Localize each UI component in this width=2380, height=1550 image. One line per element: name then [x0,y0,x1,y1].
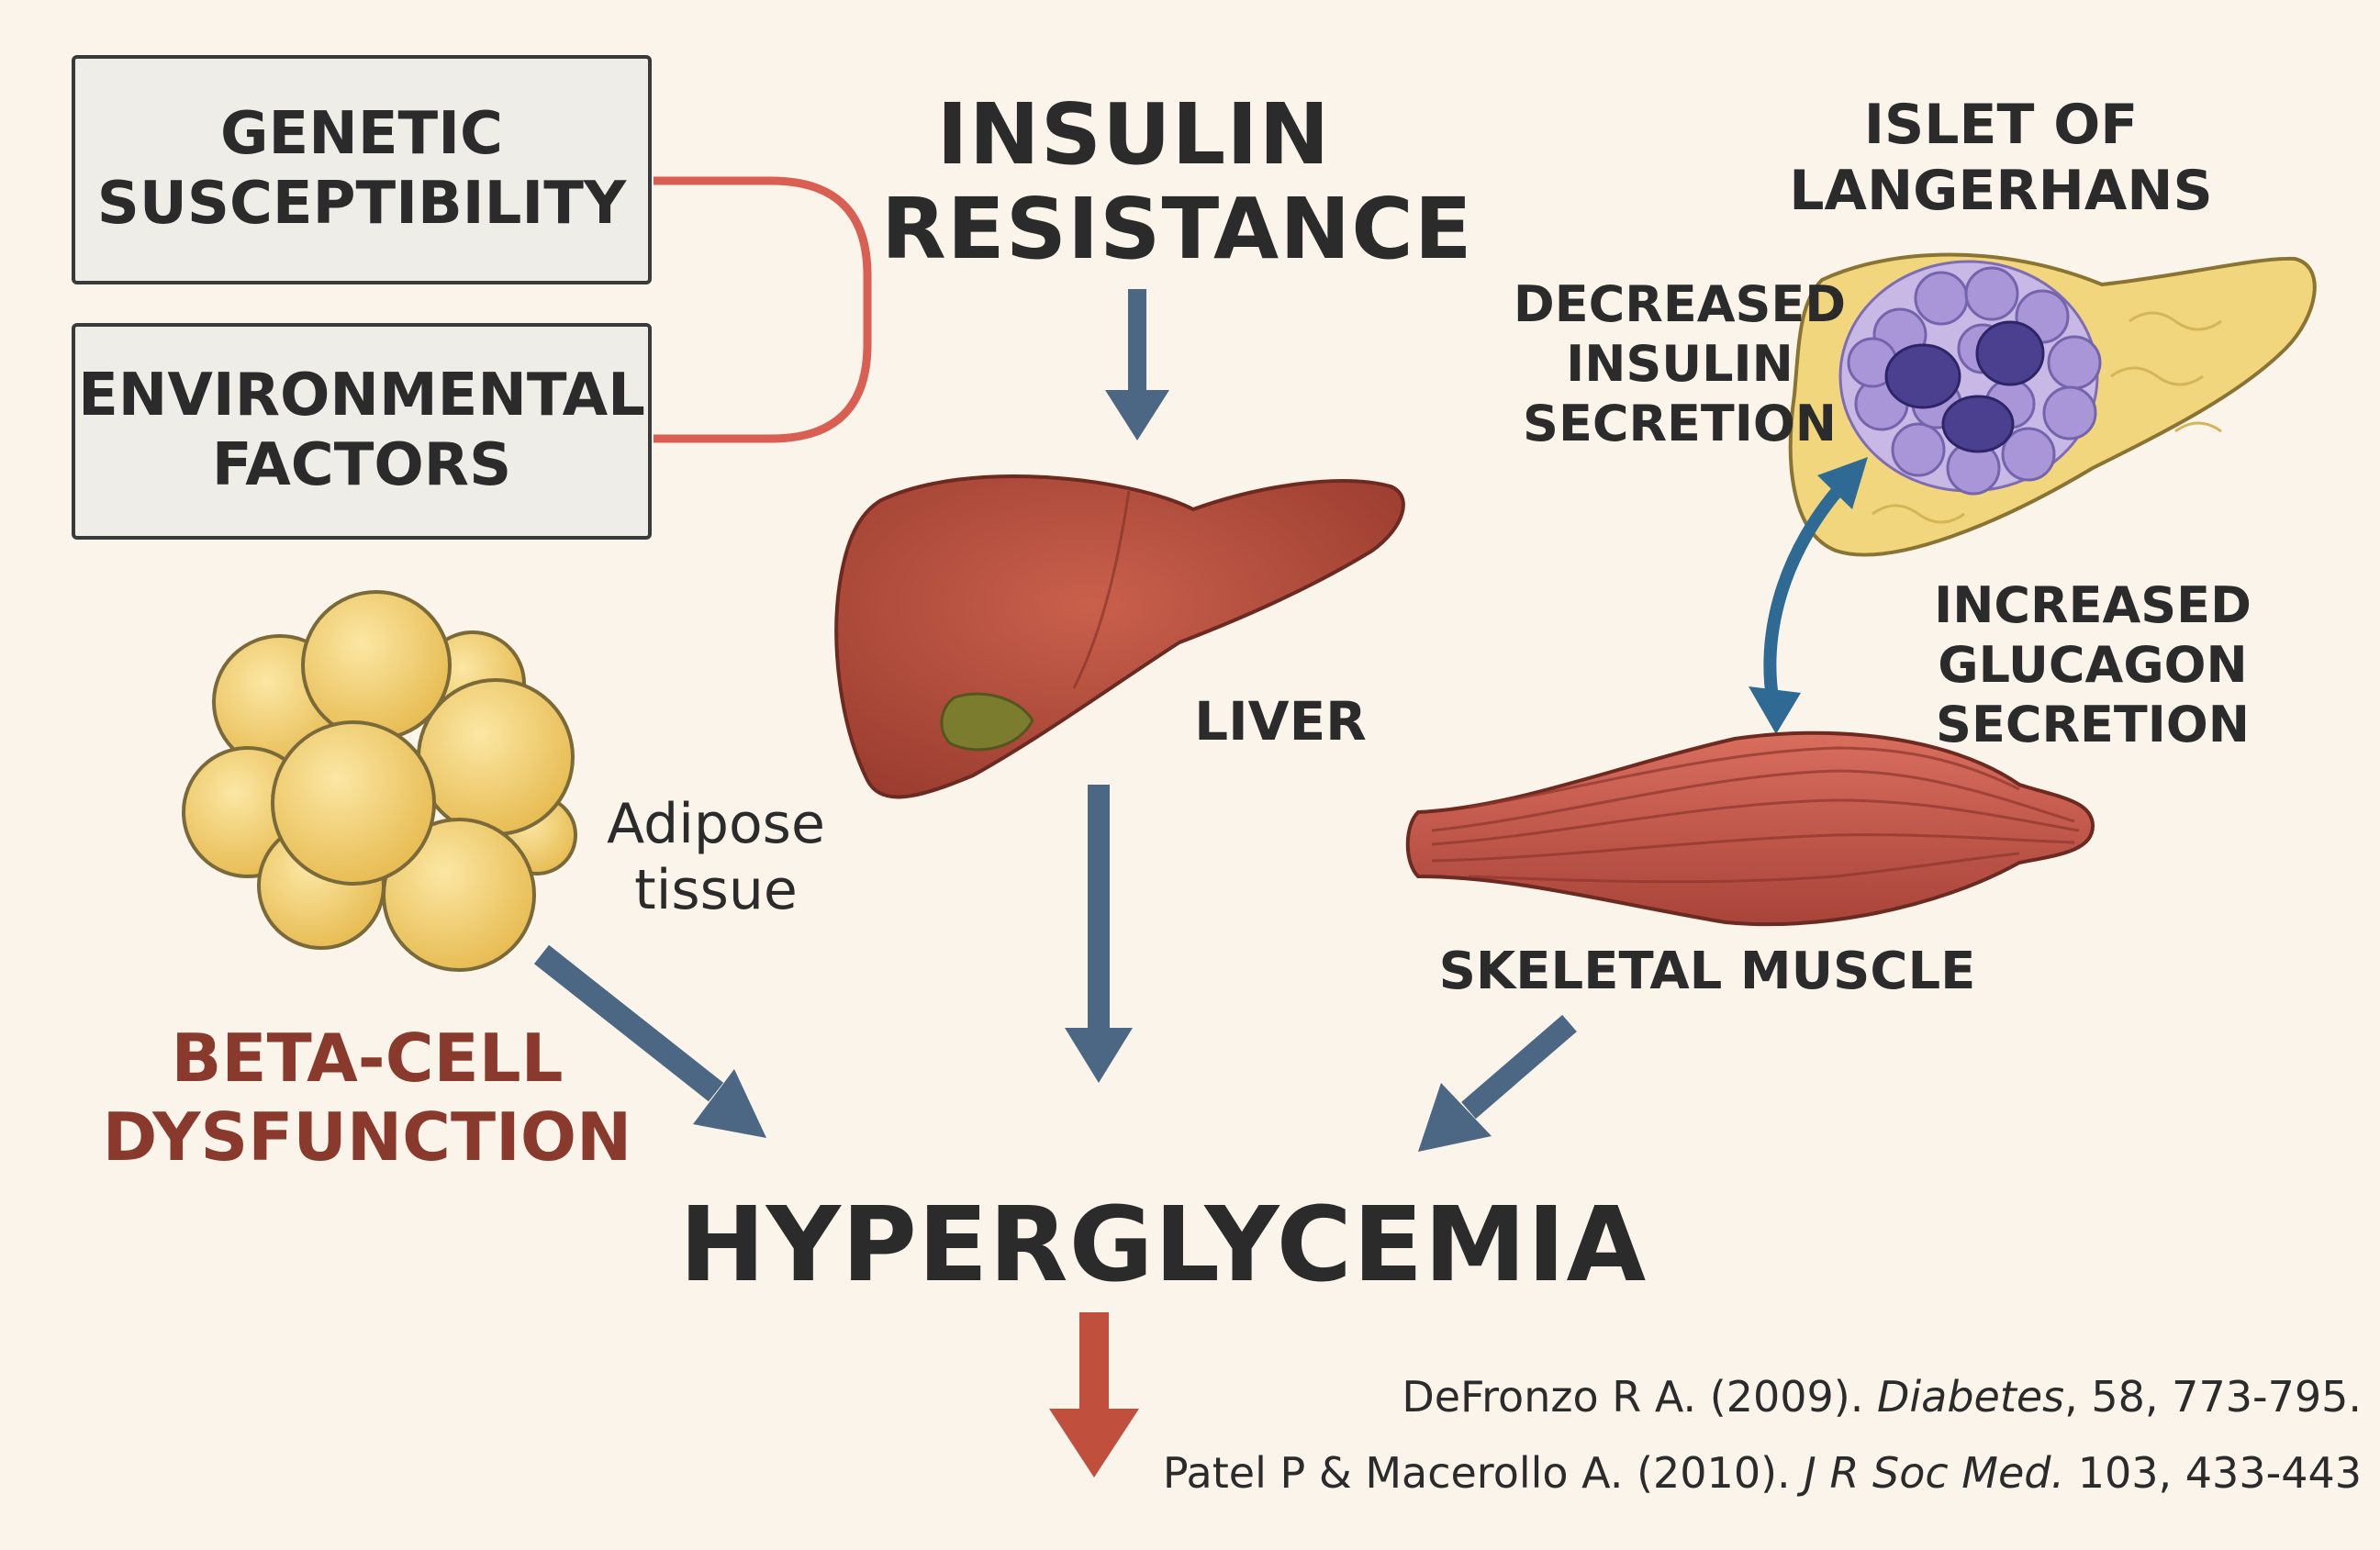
skeletal-muscle-icon [1405,730,2095,927]
arrow-liver-to-hyperglycemia [1065,785,1133,1083]
increased-glucagon-label: INCREASED GLUCAGON SECRETION [1934,576,2252,753]
arrow-adipose-to-hyperglycemia [533,944,766,1138]
reference-defronzo-details: , 58, 773-795. [2064,1372,2362,1422]
reference-defronzo-journal: Diabetes [1876,1372,2065,1422]
reference-patel: Patel P & Macerollo A. (2010). J R Soc M… [1163,1448,2362,1498]
genetic-susceptibility-box: GENETIC SUSCEPTIBILITY [72,55,652,284]
arrow-hyperglycemia-down [1049,1312,1139,1478]
reference-defronzo: DeFronzo R A. (2009). Diabetes, 58, 773-… [1402,1372,2362,1422]
islet-of-langerhans-icon [1788,252,2317,557]
adipose-tissue-icon [182,590,577,972]
arrow-muscle-to-hyperglycemia [1418,1014,1577,1152]
decreased-insulin-label: DECREASED INSULIN SECRETION [1513,275,1847,452]
genetic-susceptibility-label: GENETIC SUSCEPTIBILITY [96,100,627,238]
reference-patel-journal: J R Soc Med. [1804,1448,2065,1498]
liver-label: LIVER [1194,690,1367,753]
liver-icon [834,474,1405,799]
hyperglycemia-label: HYPERGLYCEMIA [679,1186,1648,1305]
reference-patel-details: 103, 433-443 [2064,1448,2362,1498]
insulin-resistance-label: INSULIN RESISTANCE [881,85,1473,279]
islet-muscle-double-arrow [1749,457,1868,734]
islet-label: ISLET OF LANGERHANS [1789,93,2213,223]
factor-connector [654,176,872,443]
arrow-insulin-to-liver [1105,289,1169,440]
beta-cell-dysfunction-label: BETA-CELL DYSFUNCTION [102,1020,632,1176]
skeletal-muscle-label: SKELETAL MUSCLE [1438,942,1976,1001]
reference-patel-authors: Patel P & Macerollo A. (2010). [1162,1448,1791,1498]
environmental-factors-label: ENVIRONMENTAL FACTORS [78,362,645,499]
reference-defronzo-authors: DeFronzo R A. (2009). [1402,1372,1864,1422]
environmental-factors-box: ENVIRONMENTAL FACTORS [72,323,652,540]
adipose-tissue-label: Adipose tissue [607,792,825,922]
